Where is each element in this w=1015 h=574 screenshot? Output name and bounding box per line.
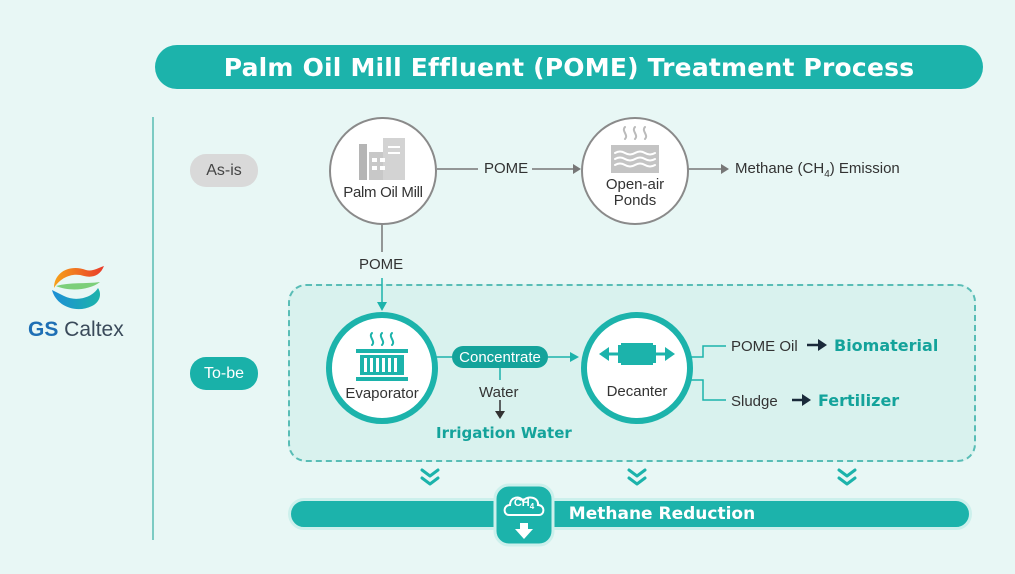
decanter-label: Decanter xyxy=(606,383,668,400)
tobe-label: To-be xyxy=(190,357,258,390)
logo-caltex: Caltex xyxy=(58,318,124,341)
evaporator-node: Evaporator xyxy=(326,312,438,424)
tobe-label-text: To-be xyxy=(203,364,245,382)
evaporator-icon xyxy=(356,332,408,381)
logo-gs: GS xyxy=(28,318,59,341)
arrowhead-evaporator xyxy=(377,302,387,311)
arrowhead-biomaterial xyxy=(818,339,827,351)
methane-emission-label: Methane (CH4) Emission xyxy=(735,160,900,180)
ch4-badge: CH4 xyxy=(493,483,555,547)
asis-label: As-is xyxy=(190,154,258,187)
connector-decanter-sludge xyxy=(690,379,726,401)
water-label: Water xyxy=(479,384,519,401)
title-bar: Palm Oil Mill Effluent (POME) Treatment … xyxy=(155,45,983,89)
arrowhead-decanter xyxy=(570,352,579,362)
methane-reduction-bar: Methane Reduction xyxy=(288,498,972,530)
arrowhead-emission xyxy=(721,164,729,174)
ch4-main: CH xyxy=(513,497,530,509)
pome-label-link: POME xyxy=(359,256,404,273)
palm-oil-mill-label: Palm Oil Mill xyxy=(343,184,423,201)
gs-caltex-logo: GS Caltex xyxy=(20,262,132,344)
pome-label-asis: POME xyxy=(484,160,529,177)
palm-oil-mill-node: Palm Oil Mill xyxy=(329,117,437,225)
emission-sub: 4 xyxy=(824,169,830,180)
ch4-cloud-icon xyxy=(493,483,555,547)
ponds-label-line2: Ponds xyxy=(613,192,657,209)
chevron-down-icon xyxy=(420,468,440,486)
factory-icon xyxy=(359,138,405,180)
sludge-label: Sludge xyxy=(731,393,778,410)
pome-oil-label: POME Oil xyxy=(731,338,798,355)
decanter-icon xyxy=(599,343,675,365)
arrowhead-ponds xyxy=(573,164,581,174)
chevron-down-icon xyxy=(837,468,857,486)
open-air-ponds-node: Open-air Ponds xyxy=(581,117,689,225)
ponds-label-line1: Open-air xyxy=(605,176,665,193)
arrowhead-fertilizer xyxy=(802,394,811,406)
biomaterial-label: Biomaterial xyxy=(834,336,939,355)
ch4-text: CH4 xyxy=(493,497,555,511)
arrowhead-irrigation xyxy=(495,411,505,419)
methane-reduction-label: Methane Reduction xyxy=(568,504,756,524)
decanter-node: Decanter xyxy=(581,312,693,424)
logo-icon xyxy=(52,266,104,310)
asis-label-text: As-is xyxy=(206,161,242,179)
ch4-sub: 4 xyxy=(529,502,535,512)
chevron-down-icon xyxy=(627,468,647,486)
concentrate-label: Concentrate xyxy=(459,348,541,366)
fertilizer-label: Fertilizer xyxy=(818,391,900,410)
concentrate-pill: Concentrate xyxy=(452,346,548,368)
connector-decanter-oil xyxy=(690,345,726,358)
emission-prefix: Methane (CH xyxy=(735,160,825,177)
emission-suffix: ) Emission xyxy=(829,160,900,177)
ponds-icon xyxy=(611,126,659,173)
logo-wordmark: GS Caltex xyxy=(28,318,124,342)
irrigation-water-label: Irrigation Water xyxy=(436,424,572,442)
divider-line xyxy=(152,117,154,540)
page-title: Palm Oil Mill Effluent (POME) Treatment … xyxy=(223,52,915,82)
evaporator-label: Evaporator xyxy=(345,385,419,402)
